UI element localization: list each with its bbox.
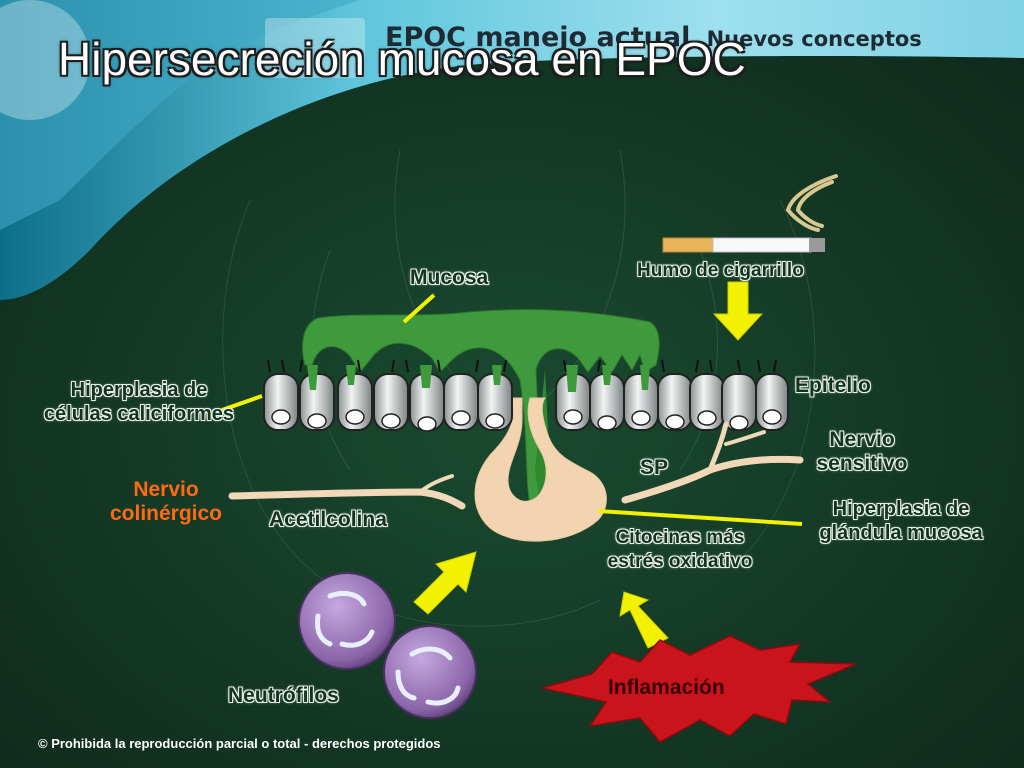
label-hiperplasia-caliciformes: Hiperplasia de células caliciformes bbox=[14, 378, 264, 426]
sensory-nerve bbox=[621, 421, 804, 504]
goblet-mucus-drips bbox=[307, 365, 650, 392]
header-banner-shade bbox=[0, 0, 360, 230]
label-epitelio: Epitelio bbox=[795, 374, 871, 397]
cigarette bbox=[662, 174, 838, 253]
label-citocinas: Citocinas más estrés oxidativo bbox=[582, 526, 778, 574]
epithelial-cells-right bbox=[555, 373, 789, 431]
epithelium bbox=[263, 359, 789, 432]
label-hiperplasia-caliciformes-line1: Hiperplasia de bbox=[70, 379, 208, 401]
cholinergic-nerve bbox=[228, 474, 466, 510]
label-hiperplasia-glandula-line1: Hiperplasia de bbox=[832, 498, 970, 520]
arrows bbox=[413, 281, 764, 649]
header-banner bbox=[0, 0, 1024, 300]
label-hiperplasia-caliciformes-line2: células caliciformes bbox=[43, 403, 235, 425]
label-inflamacion: Inflamación bbox=[608, 676, 725, 699]
label-nervio-colinergico-line1: Nervio bbox=[133, 478, 199, 501]
neutrophils bbox=[298, 572, 477, 719]
smoke-arrow bbox=[712, 281, 764, 341]
header-title: EPOC manejo actual.Nuevos conceptos bbox=[385, 22, 922, 53]
label-citocinas-line1: Citocinas más bbox=[615, 527, 745, 548]
mucous-gland bbox=[474, 397, 607, 542]
label-nervio-sensitivo-line2: sensitivo bbox=[816, 452, 908, 475]
footer-copyright: © Prohibida la reproducción parcial o to… bbox=[38, 736, 441, 751]
neutrophil-1 bbox=[298, 572, 396, 670]
series-subtitle: Nuevos conceptos bbox=[706, 27, 922, 51]
inflammation-burst bbox=[541, 635, 857, 743]
label-neutrofilos: Neutrófilos bbox=[228, 684, 339, 707]
label-mucosa: Mucosa bbox=[410, 266, 489, 289]
label-citocinas-line2: estrés oxidativo bbox=[607, 551, 753, 572]
cilia bbox=[267, 359, 777, 373]
label-nervio-sensitivo-line1: Nervio bbox=[829, 428, 895, 451]
label-nervio-colinergico: Nervio colinérgico bbox=[96, 478, 236, 526]
neutrophil-arrow bbox=[413, 551, 477, 615]
label-acetilcolina: Acetilcolina bbox=[269, 508, 387, 531]
label-sp: SP bbox=[640, 456, 669, 479]
label-hiperplasia-glandula-line2: glándula mucosa bbox=[819, 522, 983, 544]
label-humo: Humo de cigarrillo bbox=[637, 260, 804, 281]
label-hiperplasia-glandula: Hiperplasia de glándula mucosa bbox=[796, 497, 1006, 545]
series-title: EPOC manejo actual. bbox=[385, 22, 701, 53]
slide-title: Hipersecreción mucosa en EPOC bbox=[58, 33, 746, 85]
mucus-layer bbox=[302, 309, 660, 506]
pointer-lines bbox=[221, 293, 803, 526]
inflammation-arrow bbox=[619, 591, 669, 649]
label-nervio-sensitivo: Nervio sensitivo bbox=[806, 428, 918, 476]
cell-nuclei bbox=[271, 409, 782, 432]
header-decoration bbox=[0, 0, 365, 120]
label-nervio-colinergico-line2: colinérgico bbox=[109, 502, 223, 525]
